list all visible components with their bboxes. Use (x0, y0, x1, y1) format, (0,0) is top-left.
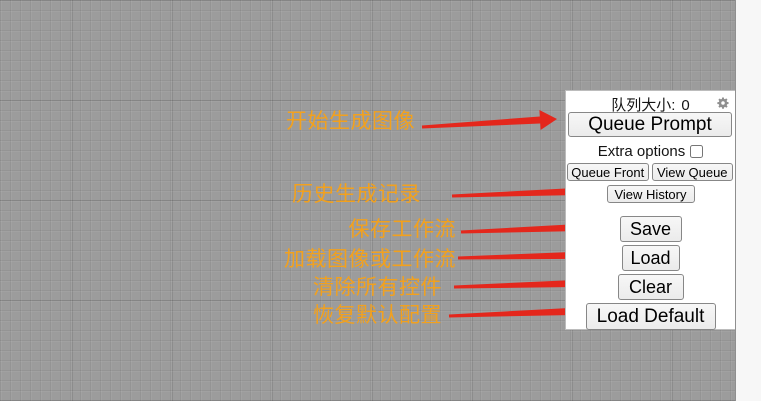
extra-options-checkbox[interactable] (690, 145, 704, 158)
queue-size-label: 队列大小: (611, 97, 676, 114)
queue-size-value: 0 (681, 97, 690, 114)
save-button[interactable]: Save (619, 216, 682, 242)
comfyui-menu-panel: 队列大小: 0 Queue Prompt Extra options Queue … (565, 90, 735, 330)
extra-options-row: Extra options (566, 143, 735, 160)
view-history-button[interactable]: View History (606, 185, 695, 203)
annotation-label: 保存工作流 (348, 218, 456, 241)
queue-front-button[interactable]: Queue Front (567, 163, 649, 181)
queue-prompt-button[interactable]: Queue Prompt (568, 112, 732, 137)
extra-options-label: Extra options (597, 143, 686, 160)
annotation-label: 恢复默认配置 (313, 304, 442, 327)
annotation-label: 开始生成图像 (286, 110, 415, 133)
annotation-label: 加载图像或工作流 (284, 248, 456, 271)
queue-size-row: 队列大小: 0 (566, 94, 735, 115)
view-queue-button[interactable]: View Queue (651, 163, 733, 181)
load-default-button[interactable]: Load Default (585, 303, 716, 330)
annotation-label: 历史生成记录 (292, 183, 421, 206)
settings-gear-icon[interactable] (716, 96, 730, 110)
queue-buttons-row: Queue Front View Queue (567, 163, 733, 181)
page-gutter (735, 0, 761, 401)
clear-button[interactable]: Clear (617, 274, 684, 300)
load-button[interactable]: Load (621, 245, 680, 271)
annotation-label: 清除所有控件 (313, 276, 442, 299)
view-history-row: View History (566, 185, 735, 204)
